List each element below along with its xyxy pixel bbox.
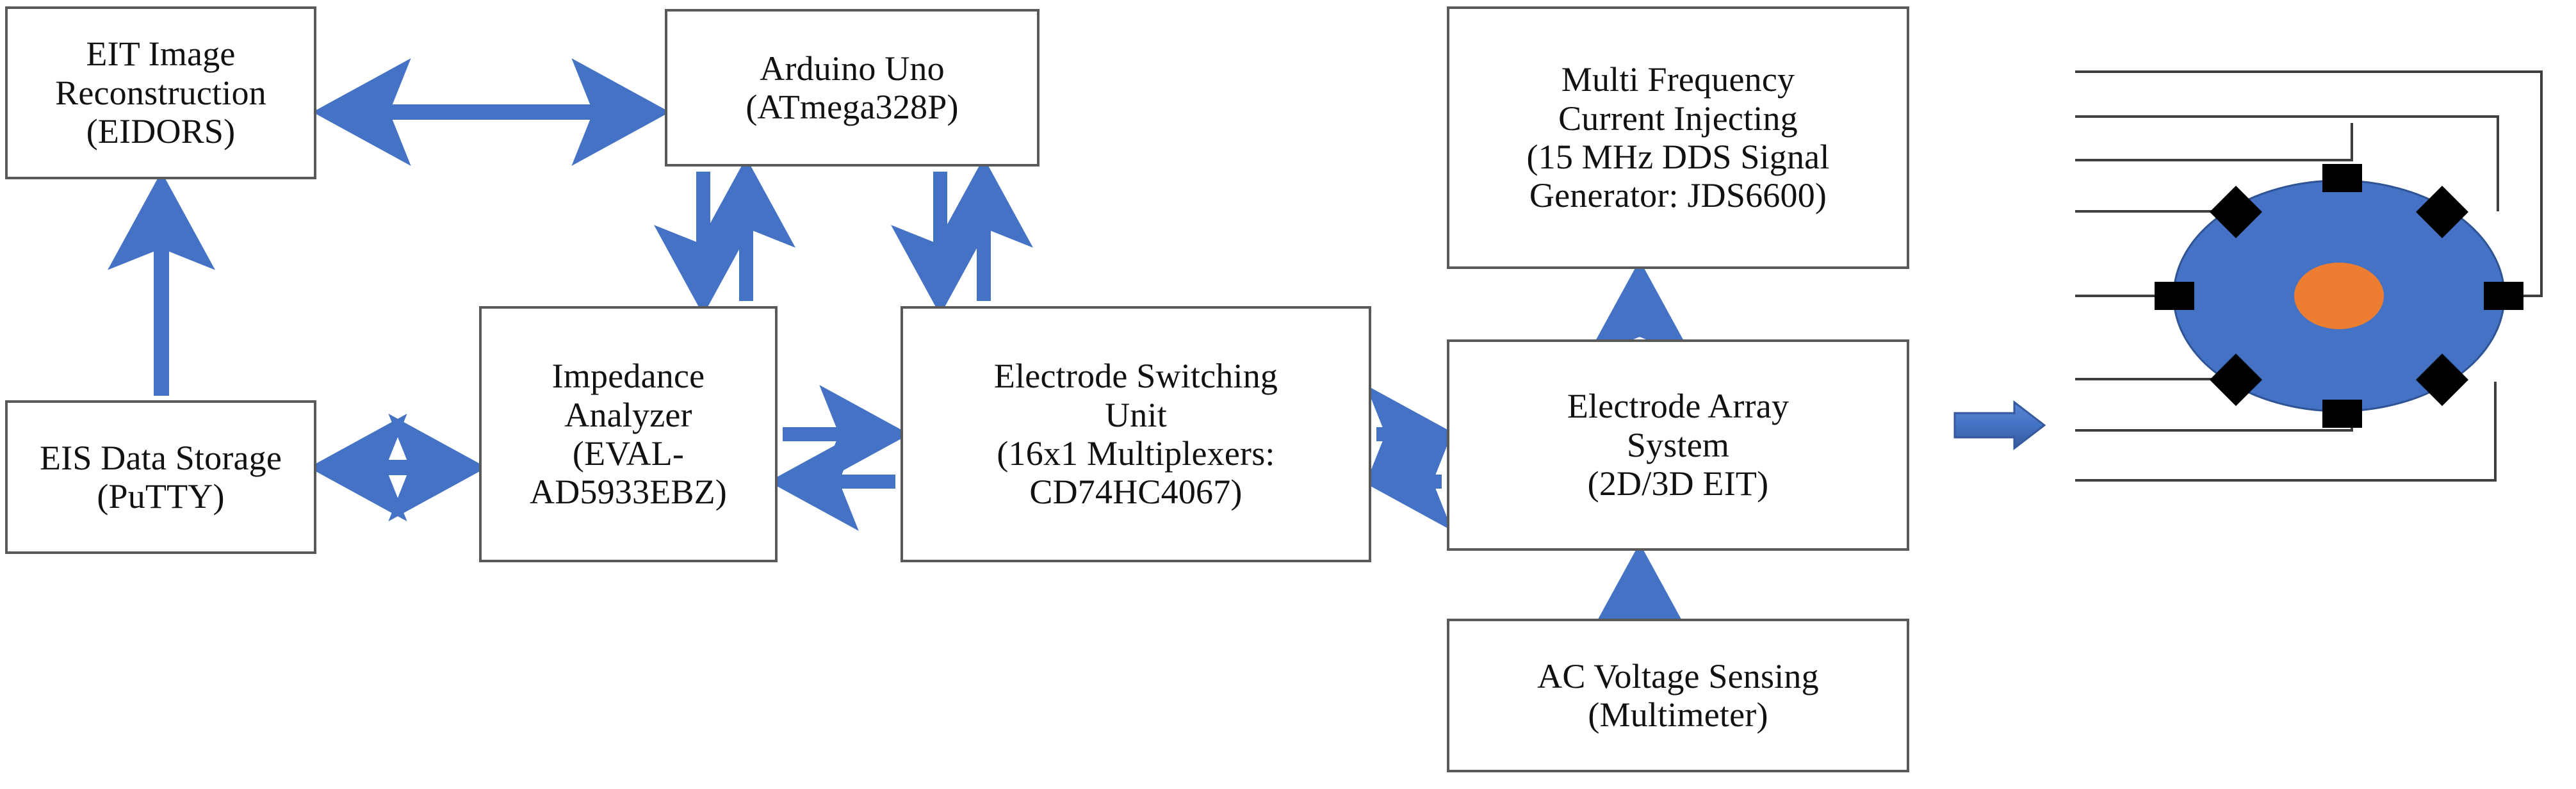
block-ac-voltage-sensing-label: AC Voltage Sensing (Multimeter) [1537,656,1819,734]
block-arduino-uno-label: Arduino Uno (ATmega328P) [746,49,959,126]
block-electrode-array-system[interactable]: Electrode Array System (2D/3D EIT) [1447,339,1909,551]
block-multi-frequency-current-injecting[interactable]: Multi Frequency Current Injecting (15 MH… [1447,6,1909,269]
block-impedance-analyzer[interactable]: Impedance Analyzer (EVAL- AD5933EBZ) [479,306,778,562]
block-multi-frequency-current-injecting-label: Multi Frequency Current Injecting (15 MH… [1526,60,1830,215]
block-eis-data-storage-label: EIS Data Storage (PuTTY) [39,438,282,516]
electrode-north [2322,164,2362,192]
block-eit-image-reconstruction[interactable]: EIT Image Reconstruction (EIDORS) [5,6,316,179]
block-eis-data-storage[interactable]: EIS Data Storage (PuTTY) [5,400,316,554]
block-eit-image-reconstruction-label: EIT Image Reconstruction (EIDORS) [55,35,266,151]
electrode-west [2155,282,2194,310]
phantom-body-group [2172,179,2506,412]
phantom-inclusion [2294,263,2384,329]
block-electrode-switching-unit[interactable]: Electrode Switching Unit (16x1 Multiplex… [901,306,1371,562]
arrow-electrode-array-to-phantom [1953,400,2046,451]
electrode-northeast [2415,185,2469,239]
electrode-east [2484,282,2523,310]
electrode-northwest [2209,185,2263,239]
block-electrode-array-system-label: Electrode Array System (2D/3D EIT) [1567,387,1789,503]
block-impedance-analyzer-label: Impedance Analyzer (EVAL- AD5933EBZ) [530,357,727,512]
phantom-tank [2172,179,2506,412]
block-arduino-uno[interactable]: Arduino Uno (ATmega328P) [665,9,1039,167]
phantom-electrodes [2155,164,2523,428]
block-electrode-switching-unit-label: Electrode Switching Unit (16x1 Multiplex… [993,357,1278,512]
block-ac-voltage-sensing[interactable]: AC Voltage Sensing (Multimeter) [1447,619,1909,772]
electrode-southwest [2209,353,2263,407]
electrode-southeast [2415,353,2469,407]
electrode-south [2322,400,2362,428]
phantom-wire-bundle [2075,70,2543,482]
